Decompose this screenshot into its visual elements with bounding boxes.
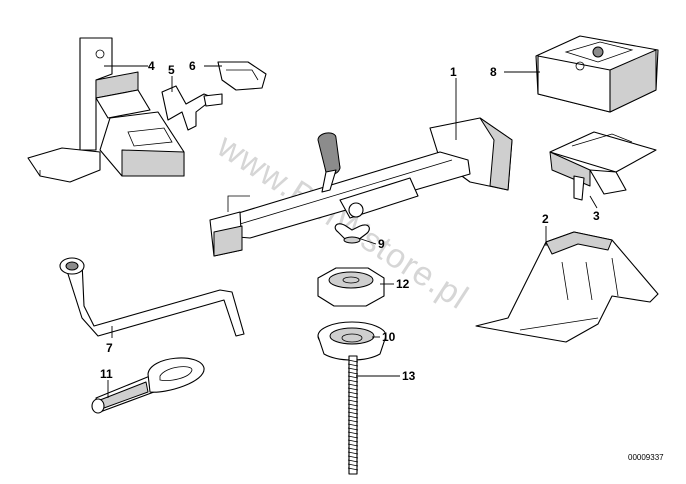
part-8-case — [535, 35, 659, 113]
part-7-wrench — [59, 257, 245, 337]
callout-13: 13 — [402, 369, 416, 383]
part-1-jack — [209, 117, 513, 257]
part-5-clip — [161, 85, 223, 131]
part-6-clamp — [217, 61, 267, 91]
part-9-wing-nut — [334, 223, 370, 244]
callout-7: 7 — [106, 341, 113, 355]
callout-2: 2 — [542, 212, 549, 226]
callout-5: 5 — [168, 63, 175, 77]
part-11-tow-eye — [91, 357, 205, 414]
callout-10: 10 — [382, 330, 396, 344]
leader-lines — [104, 65, 598, 398]
part-4-bracket — [27, 37, 185, 183]
callout-11: 11 — [100, 367, 113, 381]
part-3-holder — [549, 131, 657, 201]
callout-8: 8 — [490, 65, 497, 79]
part-12-nut — [317, 267, 385, 307]
callout-3: 3 — [593, 209, 600, 223]
callout-6: 6 — [189, 59, 196, 73]
callout-4: 4 — [148, 59, 155, 73]
part-13-bolt — [347, 355, 359, 475]
part-10-cup — [317, 321, 387, 361]
callouts: 1 2 3 4 5 6 7 8 9 10 11 12 13 — [100, 59, 600, 383]
callout-9: 9 — [378, 237, 385, 251]
callout-12: 12 — [396, 277, 410, 291]
part-2-chock — [475, 231, 659, 343]
callout-1: 1 — [450, 65, 457, 79]
doc-number: 00009337 — [628, 453, 664, 462]
